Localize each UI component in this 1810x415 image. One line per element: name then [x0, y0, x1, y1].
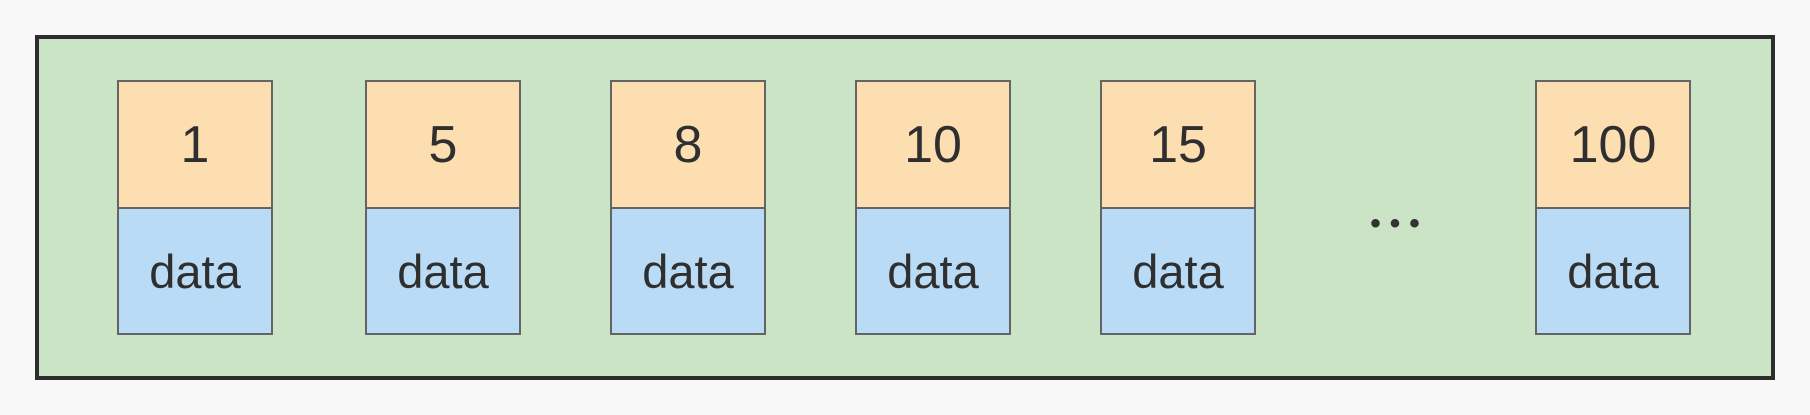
ellipsis-icon: •••: [1370, 207, 1429, 240]
node-box-100: 100 data: [1535, 80, 1691, 335]
node-data-cell: data: [857, 209, 1009, 333]
node-key-cell: 1: [119, 82, 271, 209]
node-box-10: 10 data: [855, 80, 1011, 335]
node-box-8: 8 data: [610, 80, 766, 335]
node-box-15: 15 data: [1100, 80, 1256, 335]
node-box-1: 1 data: [117, 80, 273, 335]
node-key-cell: 15: [1102, 82, 1254, 209]
node-key-cell: 100: [1537, 82, 1689, 209]
node-data-cell: data: [119, 209, 271, 333]
node-data-cell: data: [367, 209, 519, 333]
node-key-cell: 10: [857, 82, 1009, 209]
node-container: 1 data 5 data 8 data 10 data 15 data •••…: [35, 35, 1775, 380]
node-data-cell: data: [612, 209, 764, 333]
node-data-cell: data: [1102, 209, 1254, 333]
node-box-5: 5 data: [365, 80, 521, 335]
node-data-cell: data: [1537, 209, 1689, 333]
node-key-cell: 8: [612, 82, 764, 209]
node-key-cell: 5: [367, 82, 519, 209]
